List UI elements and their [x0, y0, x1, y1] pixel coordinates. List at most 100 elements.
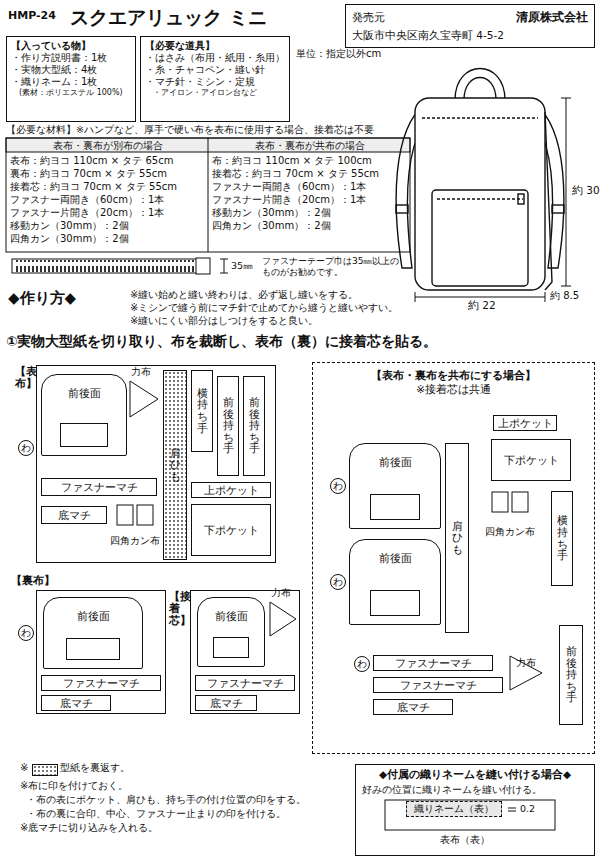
shared-fabric-region: 【表布・裏布を共布にする場合】※接着芯は共通前後面前後面肩ひも上ポケット下ポケッ…	[312, 362, 595, 754]
node-text: 前後面	[379, 552, 412, 565]
triangle-outline	[129, 380, 159, 418]
label: ◆作り方◆	[8, 289, 76, 307]
node-text: 前後持ち手	[566, 646, 577, 704]
pattern-piece: 四角カン布	[479, 491, 541, 537]
node-text: 上ポケット	[498, 417, 553, 430]
pattern-piece: 上ポケット	[191, 482, 271, 498]
label: ・布の裏に合印、中心、ファスナー止まりの印を付ける。	[26, 808, 286, 820]
node-text: 肩ひも	[452, 521, 463, 556]
pattern-piece: 肩ひも	[445, 443, 469, 633]
unit-note: 単位：指定以外cm	[296, 48, 400, 64]
label: 35㎜	[231, 260, 253, 271]
triangle-outline	[269, 601, 297, 637]
label: ファスナー片開き（20cm）：1本	[212, 194, 366, 206]
label: ・布の表にポケット、肩ひも、持ち手の付け位置の印をする。	[26, 794, 306, 806]
node-text: 前後面	[215, 610, 248, 623]
pattern-piece: 前後持ち手	[217, 376, 239, 476]
node-text: ファスナーマチ	[395, 657, 472, 670]
node-text: (素材：ポリエステル 100%)	[11, 88, 131, 98]
pattern-piece: ファスナーマチ	[373, 677, 503, 693]
fold-mark: わ	[18, 440, 34, 456]
pattern-piece: 前後持ち手	[559, 625, 583, 725]
node-text: 底マチ	[60, 697, 93, 710]
publisher-box: 発売元 清原株式会社大阪市中央区南久宝寺町 4-5-2	[345, 4, 595, 48]
node-text: 前後面	[68, 387, 101, 400]
node-text: 清原株式会社	[516, 10, 588, 24]
node-text: ファスナーマチ	[61, 481, 138, 494]
node-text: 底マチ	[210, 697, 243, 710]
pattern-piece: 四角カン布	[109, 504, 161, 546]
placement-mark	[213, 637, 250, 658]
contents-box: 【入っている物】・作り方説明書：1枚・実物大型紙：4枚・織りネーム：1枚(素材：…	[6, 36, 136, 122]
interfacing-region: 【接着芯】前後面力布ファスナーマチ底マチ	[190, 590, 300, 714]
node-text: 前後面	[77, 610, 110, 623]
pattern-piece: 前後面	[349, 539, 441, 625]
pattern-piece: ファスナーマチ	[41, 675, 161, 691]
pattern-piece: 前後面	[41, 374, 127, 456]
placement-mark	[370, 494, 420, 520]
label: 移動カン（30mm）：2個	[212, 207, 331, 219]
node-text: 織りネーム（表）	[414, 803, 494, 814]
node-text: 単位：指定以外cm	[296, 48, 400, 60]
label: ※	[20, 762, 28, 774]
label: 表布（表）	[440, 834, 490, 846]
pattern-piece: 力布	[129, 380, 159, 418]
label: 0.2	[520, 803, 535, 814]
label: 表布・裏布が別布の場合	[10, 140, 206, 152]
node-text: 大阪市中央区南久宝寺町 4-5-2	[352, 29, 588, 42]
woven-label: 織りネーム（表）	[406, 801, 502, 817]
node-text: ファスナーマチ	[400, 679, 477, 692]
pattern-piece: 前後面	[349, 443, 441, 529]
node-text: 【表布】	[15, 366, 26, 390]
node-text: ・糸・チャコペン・縫い針	[145, 64, 285, 76]
node-text: 下ポケット	[504, 454, 559, 467]
pattern-piece: 肩ひも	[163, 370, 187, 560]
label: 四角カン（30mm）：2個	[10, 233, 129, 245]
label: ※縫い始めと縫い終わりは、必ず返し縫いをする。	[130, 289, 358, 301]
node-text: 【裏布】	[11, 574, 55, 587]
label: ファスナー片開き（20cm）：1本	[10, 207, 164, 219]
fabric-region: 【表布】前後面力布肩ひも横持ち手前後持ち手前後持ち手ファスナーマチ上ポケット底マ…	[36, 365, 276, 563]
pattern-piece: 底マチ	[373, 699, 453, 715]
label: 接着芯：約ヨコ 70cm × タテ 55cm	[212, 168, 379, 180]
node-text: 【入っている物】	[11, 40, 131, 52]
label: ファスナー両開き（60cm）：1本	[212, 181, 366, 193]
pattern-piece: 底マチ	[41, 695, 111, 711]
pattern-piece: 前後持ち手	[243, 376, 265, 476]
label: 約 30	[572, 184, 600, 197]
label: HMP-24	[8, 9, 56, 22]
node-text: ・作り方説明書：1枚	[11, 52, 131, 64]
node-text: 底マチ	[58, 509, 91, 522]
pattern-piece: 前後面	[43, 597, 143, 669]
pattern-piece: 力布	[269, 601, 297, 637]
legend-swatch	[32, 764, 58, 776]
placement-mark	[60, 423, 107, 447]
pattern-piece: ファスナーマチ	[41, 478, 157, 496]
lining-region: 【裏布】前後面ファスナーマチ底マチ	[36, 590, 166, 714]
node-text: 【接着芯】	[169, 591, 180, 627]
node-text: 下ポケット	[204, 524, 259, 537]
node-text: 上ポケット	[204, 484, 259, 497]
legend-text: 型紙を裏返す。	[60, 762, 130, 774]
label: 表布・裏布が共布の場合	[212, 140, 408, 152]
node-text: ・アイロン・アイロン台など	[145, 88, 285, 98]
label: ※底マチに切り込みを入れる。	[20, 822, 158, 834]
node-text: ファスナーマチ	[207, 677, 284, 690]
node-text: ※接着芯は共通	[313, 383, 594, 396]
node-text: 発売元	[352, 11, 385, 24]
pattern-piece: 力布	[509, 655, 543, 691]
title: スクエアリュック ミニ	[70, 5, 267, 31]
pattern-piece: 上ポケット	[493, 415, 557, 431]
fold-mark: わ	[18, 625, 34, 641]
fold-mark: わ	[330, 574, 346, 590]
node-text: 横持ち手	[557, 515, 568, 561]
node-text: ・マチ針・ミシン・定規	[145, 76, 285, 88]
node-text: 前後持ち手	[223, 397, 234, 455]
node-text: 横持ち手	[197, 388, 208, 434]
node-text: 【必要な道具】	[145, 40, 285, 52]
node-text: 前後面	[379, 456, 412, 469]
node-text: ファスナーマチ	[63, 677, 140, 690]
node-text: ・実物大型紙：4枚	[11, 64, 131, 76]
node-text: 底マチ	[397, 701, 430, 714]
